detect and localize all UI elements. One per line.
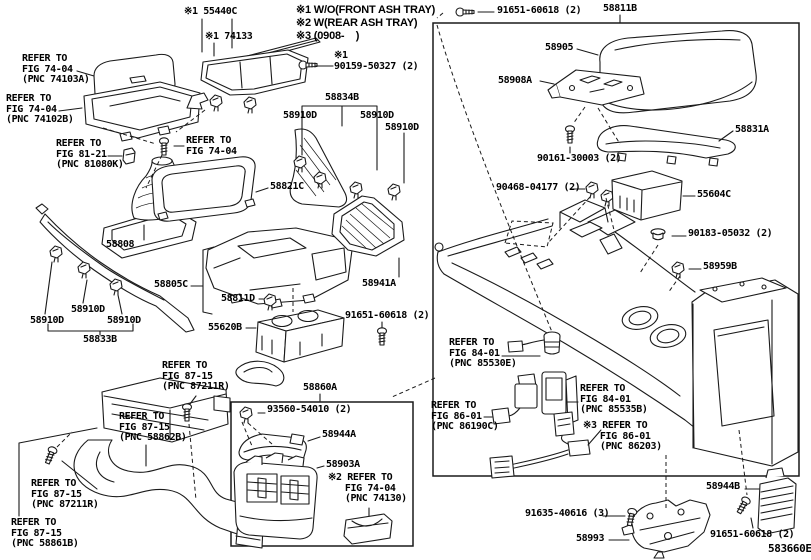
panel-frame-58821c [152, 157, 255, 221]
screw-ref-7404 [158, 137, 170, 156]
cig-lighter-85530e [508, 332, 560, 354]
cup-holder-55620b [256, 310, 344, 362]
vent-body-58903a [234, 453, 317, 539]
armrest-lid-58905 [600, 31, 756, 113]
switch-85535b [542, 372, 578, 436]
console-body [435, 200, 700, 432]
leader-lines [19, 12, 759, 540]
ecu-58944b [758, 468, 796, 534]
console-box-74102b [84, 82, 200, 141]
vent-cap-58944a [239, 434, 306, 460]
hinge-58908a [548, 70, 644, 105]
box-55604c [612, 171, 682, 220]
side-panel-58834b [290, 129, 401, 207]
clip-81080k [123, 148, 135, 164]
upper-panel-58805c [206, 228, 352, 308]
screw-91651-mid [376, 327, 388, 346]
block-arrow-icon [187, 93, 208, 109]
clip-93560 [239, 406, 253, 424]
wire-harness-86203 [490, 436, 590, 478]
dashed-lines [57, 13, 747, 510]
assembly-frame-main [433, 23, 799, 476]
side-trim-58833b [36, 204, 194, 332]
ash-tray-74130 [344, 514, 392, 544]
switch-86190c [492, 374, 537, 424]
assembly-frame-rear-vent [231, 402, 413, 546]
bolt-91651-top [455, 7, 475, 17]
duct-fragment-58862b [236, 361, 284, 386]
grommet-90183 [650, 228, 666, 241]
tray-58941a [332, 196, 404, 256]
screw-87211r-lower [42, 445, 59, 466]
screw-91651-br [734, 495, 753, 516]
tray-74133 [201, 50, 308, 114]
console-rear-box [692, 278, 798, 466]
rear-vent-outlet [102, 378, 230, 442]
screw-90161 [564, 125, 576, 144]
trim-strip-58831a [597, 126, 735, 166]
bracket-58993 [622, 500, 710, 558]
